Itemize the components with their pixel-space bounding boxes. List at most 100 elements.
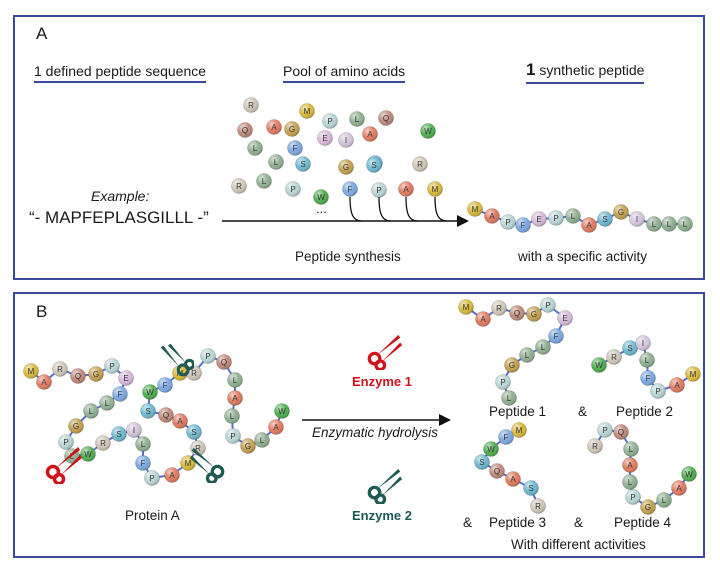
svg-text:L: L [628,478,633,487]
svg-text:I: I [642,339,644,348]
svg-text:M: M [463,303,470,312]
protein-bead: P [225,428,241,444]
synthetic-peptide-bead: L [646,216,662,232]
svg-text:G: G [531,310,537,319]
amino-acid-bead: S [295,156,311,172]
svg-text:L: L [629,445,634,454]
svg-text:L: L [662,496,667,505]
scissors-icon-enzyme2 [367,467,404,504]
amino-acid-bead: G [284,121,300,137]
ampersand: & [574,515,584,530]
peptide2-bead: W [591,357,607,373]
protein-bead: Q [70,368,86,384]
svg-text:M: M [690,370,697,379]
svg-text:L: L [233,376,238,385]
svg-text:R: R [57,365,63,374]
svg-text:L: L [667,220,672,229]
svg-text:S: S [602,215,607,224]
svg-text:M: M [28,367,35,376]
peptide2-bead: S [622,340,638,356]
peptide3-bead: A [505,471,521,487]
svg-text:W: W [595,361,603,370]
amino-acid-bead: L [247,140,263,156]
svg-text:F: F [293,144,298,153]
svg-text:L: L [260,436,265,445]
svg-text:F: F [646,374,651,383]
panel-a [13,15,705,280]
protein-bead: L [83,403,99,419]
peptide1-bead: R [491,300,507,316]
svg-text:A: A [510,475,516,484]
peptide2-bead: R [606,349,622,365]
peptide4-bead: L [622,474,638,490]
svg-text:R: R [496,304,502,313]
svg-text:Q: Q [163,411,169,420]
protein-bead: S [186,424,202,440]
peptide2-bead: M [685,366,701,382]
svg-text:R: R [195,444,201,453]
amino-acid-bead: S [366,157,382,173]
svg-text:R: R [191,369,197,378]
amino-acid-bead: Q [378,110,394,126]
amino-acid-bead: A [266,119,282,135]
svg-text:M: M [185,459,192,468]
svg-text:R: R [100,439,106,448]
activity-caption: with a specific activity [518,249,648,264]
svg-text:R: R [611,353,617,362]
protein-bead: L [224,408,240,424]
svg-text:R: R [248,101,254,110]
incorporation-curve [378,196,392,222]
peptide1-label: Peptide 1 [489,404,547,419]
svg-text:E: E [322,134,327,143]
heading-text: synthetic peptide [535,62,645,78]
amino-acid-bead: A [398,181,414,197]
protein-bead: R [52,361,68,377]
svg-text:Q: Q [242,126,248,135]
peptide3-bead: S [474,454,490,470]
peptide1-bead: L [501,390,517,406]
protein-bead: Q [216,354,232,370]
peptide1-bead: P [495,374,511,390]
svg-text:L: L [70,452,75,461]
svg-text:M: M [432,185,439,194]
svg-text:W: W [84,450,92,459]
protein-bead: A [268,419,284,435]
example-sequence: “- MAPFEPLASGILLL -” [29,208,209,227]
amino-acid-bead: F [287,140,303,156]
svg-text:L: L [525,351,530,360]
svg-text:P: P [602,426,607,435]
svg-text:W: W [146,388,154,397]
svg-text:L: L [571,212,576,221]
peptide2-label: Peptide 2 [616,404,674,419]
svg-text:A: A [177,417,183,426]
svg-text:I: I [133,426,135,435]
amino-acid-bead: R [243,97,259,113]
svg-text:P: P [505,218,510,227]
protein-bead: L [227,372,243,388]
synthetic-peptide-bead: A [484,208,500,224]
peptide4-bead: Q [613,424,629,440]
amino-acid-bead: A [362,126,378,142]
protein-bead: P [144,470,160,486]
svg-text:G: G [509,361,515,370]
panel-b-label: B [36,302,48,321]
protein-bead: W [142,384,158,400]
protein-bead: M [23,363,39,379]
amino-acid-bead: L [256,173,272,189]
peptide1-bead: E [557,310,573,326]
svg-text:M: M [516,426,523,435]
protein-bead: P [104,358,120,374]
protein-bead: A [172,413,188,429]
svg-text:P: P [149,474,154,483]
svg-text:P: P [376,186,381,195]
protein-bead: S [140,403,156,419]
svg-text:A: A [480,315,486,324]
svg-text:F: F [163,381,168,390]
peptide3-label: Peptide 3 [489,515,547,530]
protein-bead: P [200,348,216,364]
svg-text:R: R [592,442,598,451]
amino-acid-bead: M [299,103,315,119]
svg-text:L: L [652,220,657,229]
svg-text:Q: Q [75,372,81,381]
